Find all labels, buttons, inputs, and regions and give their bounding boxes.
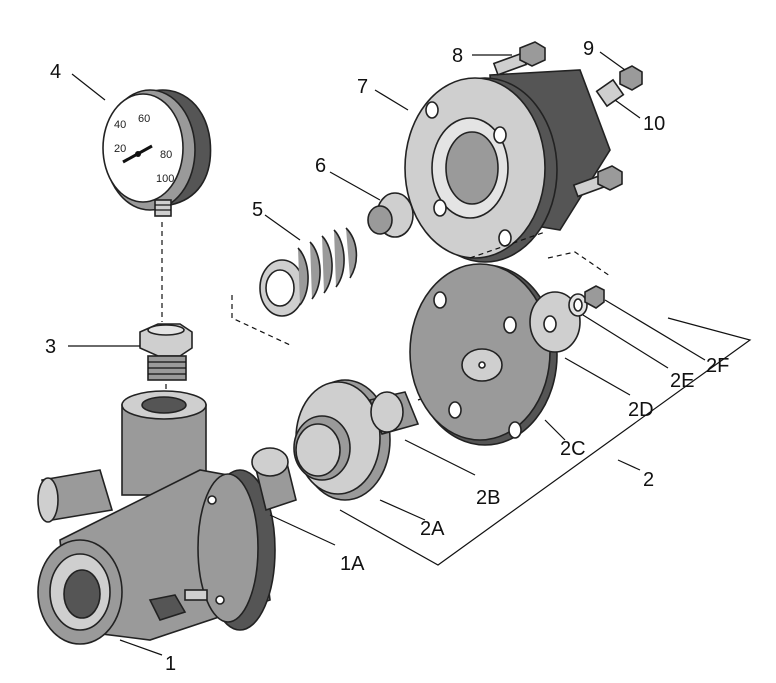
leader-2c (544, 419, 566, 441)
bonnet (404, 69, 611, 263)
spring-button (367, 192, 414, 238)
label-7: 7 (357, 76, 368, 98)
label-2d: 2D (628, 399, 654, 421)
label-2c: 2C (560, 438, 586, 460)
label-1: 1 (165, 653, 176, 675)
label-2f: 2F (706, 355, 729, 377)
bonnet-bolt-top (492, 41, 546, 76)
lock-washer (568, 293, 588, 317)
leader-4 (71, 73, 106, 101)
label-4: 4 (50, 61, 61, 83)
leader-1a (269, 514, 336, 546)
diaphragm (409, 263, 558, 446)
label-2: 2 (643, 469, 654, 491)
gauge-tick-60: 60 (138, 113, 150, 125)
pressure-gauge: 20 40 60 80 100 (102, 89, 212, 217)
spring (259, 227, 358, 317)
leader-2b (404, 439, 476, 476)
label-2e: 2E (670, 370, 694, 392)
adjusting-screw (595, 65, 643, 108)
leader-2 (617, 459, 641, 471)
valve-stem (368, 391, 441, 435)
label-2a: 2A (420, 518, 445, 540)
valve-body (37, 390, 276, 645)
leader-10 (614, 99, 641, 119)
gauge-tick-20: 20 (114, 143, 126, 155)
label-9: 9 (583, 38, 594, 60)
label-8: 8 (452, 45, 463, 67)
group-bracket-2 (339, 317, 752, 566)
leader-2a (379, 499, 426, 521)
leader-2d (564, 357, 631, 396)
label-3: 3 (45, 336, 56, 358)
gauge-tick-80: 80 (160, 149, 172, 161)
label-10: 10 (643, 113, 665, 135)
gauge-tick-100: 100 (156, 173, 174, 185)
leader-5 (264, 214, 301, 241)
label-6: 6 (315, 155, 326, 177)
hex-bushing (139, 323, 193, 381)
bonnet-bolt-bottom (572, 165, 623, 198)
gauge-tick-40: 40 (114, 119, 126, 131)
valve-seat (251, 447, 297, 512)
leader-2f (604, 299, 706, 361)
label-2b: 2B (476, 487, 500, 509)
stem-nut (584, 285, 605, 309)
top-washer (529, 291, 581, 353)
leader-7 (374, 89, 409, 111)
leader-2e (582, 314, 669, 369)
leader-9 (599, 51, 626, 71)
label-1a: 1A (340, 553, 365, 575)
leader-6 (329, 171, 381, 201)
diaphragm-plate (293, 379, 391, 501)
leader-1 (119, 639, 163, 656)
label-5: 5 (252, 199, 263, 221)
